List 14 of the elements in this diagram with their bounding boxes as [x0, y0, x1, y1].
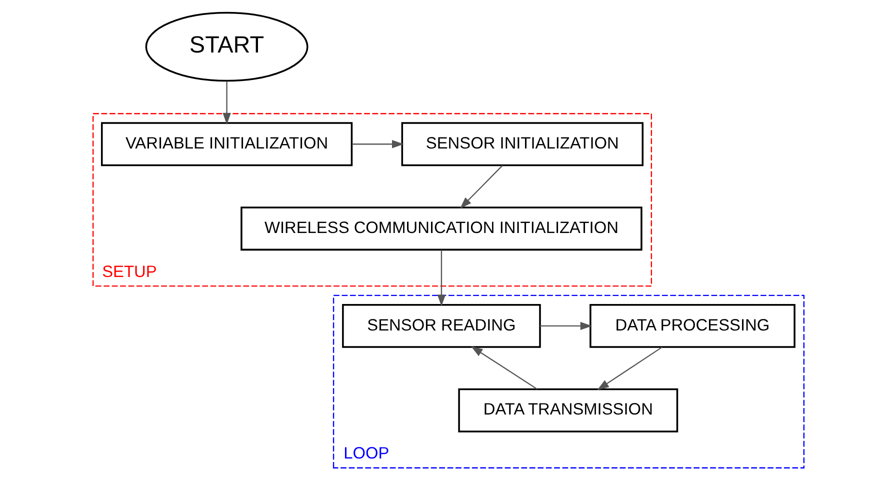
arrow: [540, 322, 592, 330]
node-box: DATA PROCESSING: [589, 304, 795, 348]
node-box: DATA TRANSMISSION: [458, 388, 678, 432]
node-box: VARIABLE INITIALIZATION: [100, 122, 352, 166]
arrow: [352, 140, 404, 148]
arrow: [596, 346, 662, 390]
arrow: [222, 81, 230, 125]
node-ellipse: START: [144, 12, 308, 82]
arrow: [436, 250, 446, 306]
node-box: SENSOR READING: [342, 304, 540, 348]
node-box: SENSOR INITIALIZATION: [400, 122, 644, 166]
node-box: WIRELESS COMMUNICATION INITIALIZATION: [240, 206, 642, 251]
arrow: [470, 346, 537, 390]
arrow: [460, 165, 502, 209]
